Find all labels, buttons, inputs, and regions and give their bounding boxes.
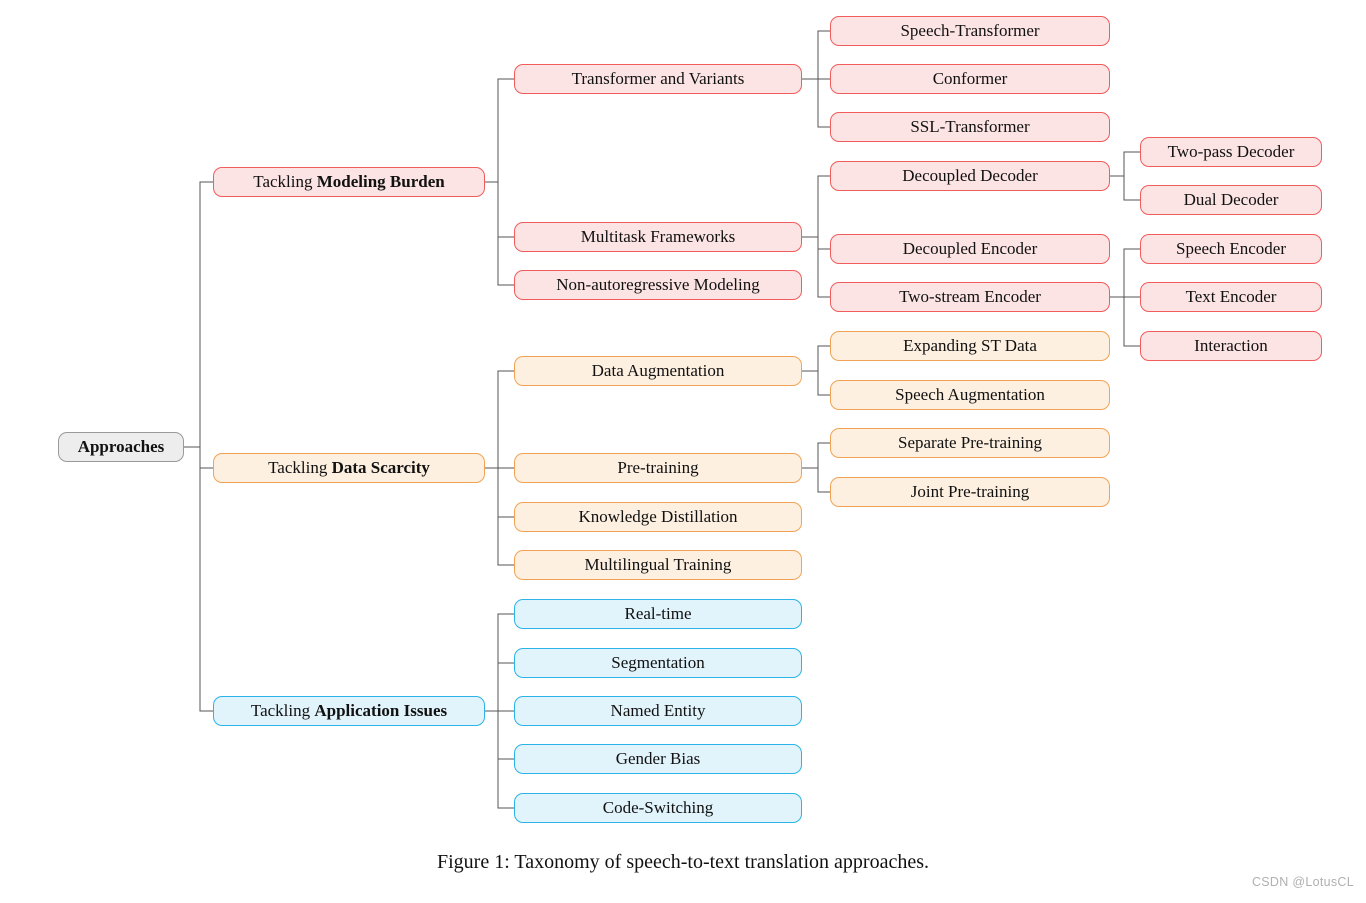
node-label: Separate Pre-training [898, 433, 1042, 452]
node-separate-pre-training: Separate Pre-training [830, 428, 1110, 458]
node-label: Speech Augmentation [895, 385, 1045, 404]
connectors-root [183, 181, 214, 712]
node-real-time: Real-time [514, 599, 802, 629]
node-decoupled-decoder: Decoupled Decoder [830, 161, 1110, 191]
node-label: Non-autoregressive Modeling [556, 275, 760, 294]
node-label: SSL-Transformer [910, 117, 1030, 136]
node-label: Multitask Frameworks [580, 227, 736, 246]
node-speech-encoder: Speech Encoder [1140, 234, 1322, 264]
node-label: Transformer and Variants [571, 69, 745, 88]
node-segmentation: Segmentation [514, 648, 802, 678]
node-two-stream-encoder: Two-stream Encoder [830, 282, 1110, 312]
watermark: CSDN @LotusCL [1251, 875, 1354, 889]
connectors-data-augmentation [801, 345, 831, 396]
node-data-augmentation: Data Augmentation [514, 356, 802, 386]
connectors-two-stream-encoder [1109, 248, 1141, 347]
node-label: Speech Encoder [1176, 239, 1286, 258]
node-label: Named Entity [610, 701, 706, 720]
node-label: Interaction [1194, 336, 1268, 355]
node-label: Data Augmentation [591, 361, 725, 380]
node-label-prefix: Tackling [268, 458, 332, 477]
node-label: Approaches [77, 437, 165, 456]
node-label: Conformer [932, 69, 1008, 88]
node-non-autoregressive-modeling: Non-autoregressive Modeling [514, 270, 802, 300]
node-label: Segmentation [611, 653, 705, 672]
node-label: Speech-Transformer [900, 21, 1040, 40]
connectors-transformer-variants [801, 30, 831, 128]
node-tackling-modeling-burden: Tackling Modeling Burden [213, 167, 485, 197]
node-label-emphasis: Application Issues [314, 701, 448, 720]
node-label: Code-Switching [602, 798, 714, 817]
connectors-multitask-frameworks [801, 175, 831, 298]
node-label: Two-pass Decoder [1167, 142, 1295, 161]
node-label-prefix: Tackling [250, 701, 315, 720]
node-ssl-transformer: SSL-Transformer [830, 112, 1110, 142]
node-speech-transformer: Speech-Transformer [830, 16, 1110, 46]
connectors-decoupled-decoder [1109, 151, 1141, 201]
node-label: Dual Decoder [1183, 190, 1279, 209]
node-label: Tackling Modeling Burden [253, 172, 444, 191]
node-knowledge-distillation: Knowledge Distillation [514, 502, 802, 532]
node-dual-decoder: Dual Decoder [1140, 185, 1322, 215]
node-transformer-and-variants: Transformer and Variants [514, 64, 802, 94]
node-label: Tackling Data Scarcity [268, 458, 430, 477]
node-label: Multilingual Training [584, 555, 732, 574]
node-conformer: Conformer [830, 64, 1110, 94]
node-tackling-data-scarcity: Tackling Data Scarcity [213, 453, 485, 483]
node-label: Gender Bias [615, 749, 701, 768]
node-named-entity: Named Entity [514, 696, 802, 726]
node-label: Tackling Application Issues [251, 701, 447, 720]
node-expanding-st-data: Expanding ST Data [830, 331, 1110, 361]
node-pre-training: Pre-training [514, 453, 802, 483]
connectors-modeling-burden [484, 78, 515, 286]
node-label: Real-time [624, 604, 692, 623]
connectors-pre-training [801, 442, 831, 493]
node-label: Expanding ST Data [903, 336, 1037, 355]
node-gender-bias: Gender Bias [514, 744, 802, 774]
node-label: Text Encoder [1185, 287, 1277, 306]
node-label-emphasis: Data Scarcity [331, 458, 430, 477]
node-tackling-application-issues: Tackling Application Issues [213, 696, 485, 726]
node-label-prefix: Tackling [253, 172, 317, 191]
connectors-data-scarcity [484, 370, 515, 566]
node-approaches: Approaches [58, 432, 184, 462]
node-label: Knowledge Distillation [578, 507, 738, 526]
figure-caption: Figure 1: Taxonomy of speech-to-text tra… [437, 851, 929, 873]
node-label: Decoupled Encoder [902, 239, 1038, 258]
node-speech-augmentation: Speech Augmentation [830, 380, 1110, 410]
node-label: Decoupled Decoder [902, 166, 1038, 185]
node-label: Joint Pre-training [910, 482, 1030, 501]
node-label: Two-stream Encoder [899, 287, 1041, 306]
connectors-application-issues [484, 613, 515, 809]
node-label-emphasis: Modeling Burden [316, 172, 445, 191]
node-joint-pre-training: Joint Pre-training [830, 477, 1110, 507]
node-multilingual-training: Multilingual Training [514, 550, 802, 580]
node-decoupled-encoder: Decoupled Encoder [830, 234, 1110, 264]
node-code-switching: Code-Switching [514, 793, 802, 823]
node-text-encoder: Text Encoder [1140, 282, 1322, 312]
node-multitask-frameworks: Multitask Frameworks [514, 222, 802, 252]
node-label: Pre-training [617, 458, 699, 477]
node-two-pass-decoder: Two-pass Decoder [1140, 137, 1322, 167]
node-interaction: Interaction [1140, 331, 1322, 361]
